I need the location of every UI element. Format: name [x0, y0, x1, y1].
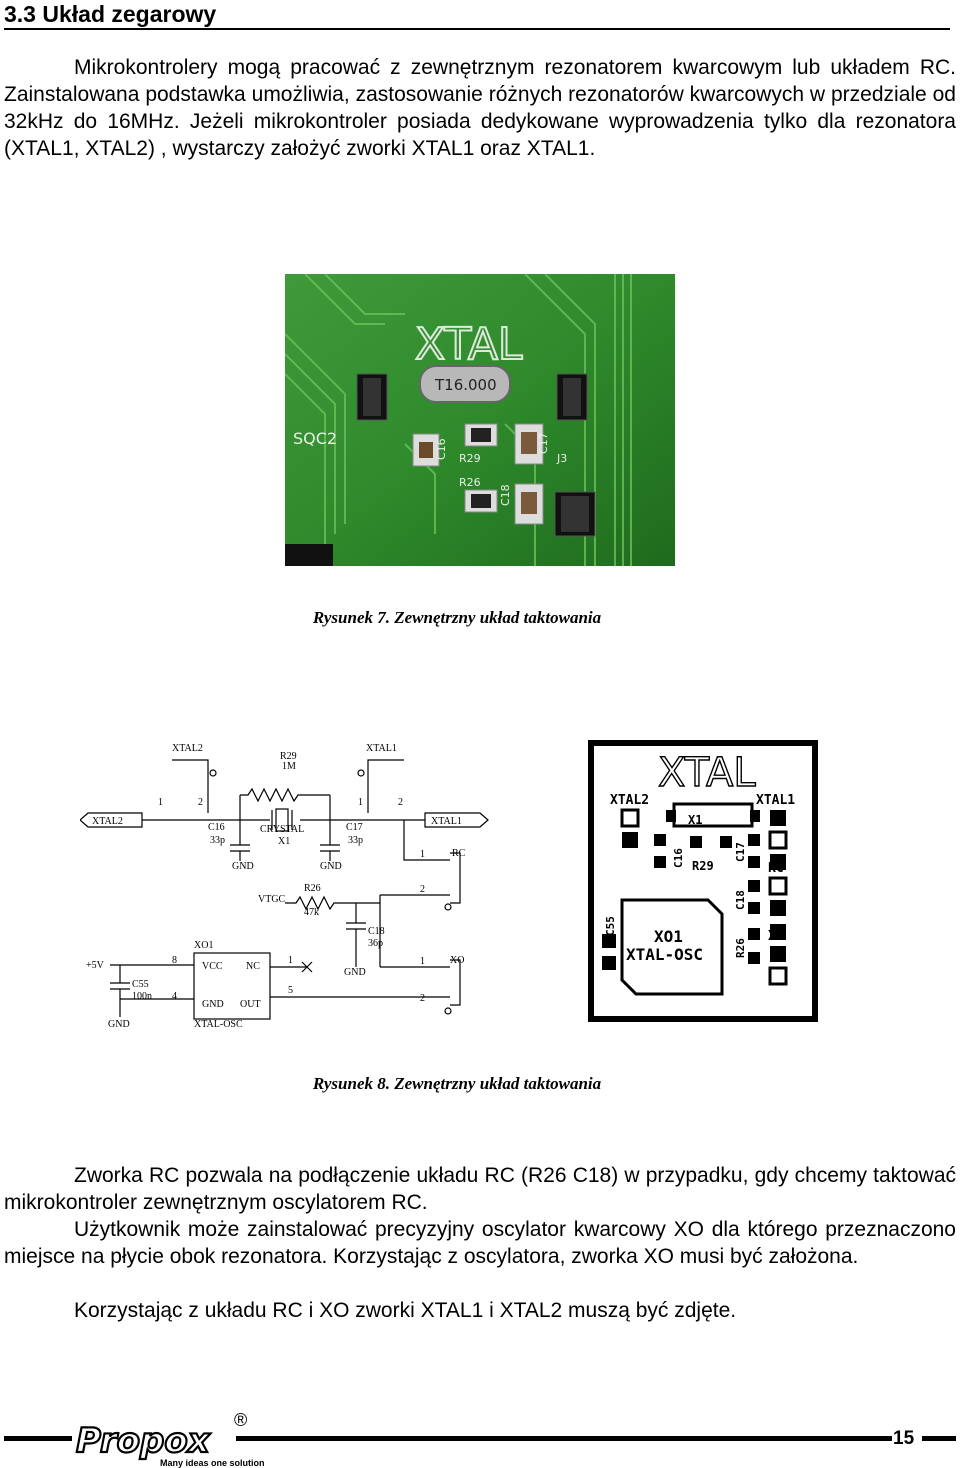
sch-pin-4: 4 [172, 991, 177, 1002]
sch-c55: C55 [132, 979, 149, 990]
figure-7-caption: Rysunek 7. Zewnętrzny układ taktowania [312, 608, 602, 627]
sch-rc: RC [452, 848, 466, 859]
sch-out: OUT [240, 999, 261, 1010]
sch-vcc: VCC [202, 961, 223, 972]
sch-pin-1e: 1 [288, 955, 293, 966]
propox-logo: Propox [75, 1420, 212, 1462]
sch-nc: NC [246, 961, 260, 972]
sch-pin-1b: 1 [358, 797, 363, 808]
sch-vtgc: VTGC [258, 894, 286, 905]
sch-x1: X1 [278, 836, 290, 847]
photo-r26-label: R26 [459, 476, 481, 489]
photo-j3-label: J3 [556, 452, 567, 465]
pcb-c55: C55 [604, 916, 617, 936]
sch-xtal-osc: XTAL-OSC [194, 1019, 243, 1030]
pcb-r29: R29 [692, 859, 714, 873]
pcb-title: XTAL [658, 750, 756, 796]
sch-c18: C18 [368, 926, 385, 937]
sch-gnd-4: GND [202, 999, 224, 1010]
sch-pin-5: 5 [288, 985, 293, 996]
footer-rule-left [4, 1436, 72, 1441]
paragraph-xo: Użytkownik może zainstalować precyzyjny … [4, 1218, 956, 1268]
sch-r26-val: 47k [304, 907, 319, 918]
pcb-r26: R26 [734, 938, 747, 958]
sch-c55-val: 100n [132, 991, 152, 1002]
pcb-xo1: XO1 [654, 927, 683, 946]
sch-xtal2-top: XTAL2 [172, 743, 203, 754]
photo-crystal-label: T16.000 [434, 376, 497, 394]
sch-c17: C17 [346, 822, 363, 833]
sch-crystal: CRYSTAL [260, 824, 304, 835]
sch-r29-val: 1M [282, 761, 296, 772]
sch-pin-2c: 2 [420, 884, 425, 895]
pcb-xtal1: XTAL1 [756, 793, 795, 808]
page-number: 15 [893, 1428, 915, 1449]
sch-pin-2a: 2 [198, 797, 203, 808]
footer-rule-end [922, 1436, 956, 1441]
sch-gnd-3: GND [344, 967, 366, 978]
photo-c18-label: C18 [499, 484, 512, 506]
photo-sqc2-label: SQC2 [293, 429, 337, 448]
sch-pin-1d: 1 [420, 956, 425, 967]
photo-r29-label: R29 [459, 452, 481, 465]
sch-pin-2b: 2 [398, 797, 403, 808]
sch-xtal1-top: XTAL1 [366, 743, 397, 754]
sch-pin-1c: 1 [420, 849, 425, 860]
sch-pin-1a: 1 [158, 797, 163, 808]
pcb-photo: XTAL T16.000 R29 R26 J3 SQC2 C16 C17 C18 [285, 274, 675, 566]
sch-gnd-2: GND [320, 861, 342, 872]
sch-gnd-1: GND [232, 861, 254, 872]
sch-r29: R29 [280, 751, 297, 762]
paragraph-rc: Zworka RC pozwala na podłączenie układu … [4, 1164, 956, 1214]
sch-xtal2-left: XTAL2 [92, 816, 123, 827]
figure-8-caption: Rysunek 8. Zewnętrzny układ taktowania [312, 1074, 602, 1093]
photo-c16-label: C16 [435, 438, 448, 460]
pcb-c18: C18 [734, 890, 747, 910]
sch-c17-val: 33p [348, 835, 363, 846]
sch-xtal1-right: XTAL1 [431, 816, 462, 827]
pcb-silkscreen: XTAL XTAL2 XTAL1 X1 R29 RC XO XO1 XTAL-O… [588, 740, 818, 1022]
section-heading: 3.3 Układ zegarowy [4, 0, 950, 30]
pcb-c17: C17 [734, 842, 747, 862]
pcb-xtal2: XTAL2 [610, 793, 649, 808]
footer-rule-right [236, 1436, 892, 1441]
sch-r26: R26 [304, 883, 321, 894]
paragraph-jumpers: Korzystając z układu RC i XO zworki XTAL… [74, 1299, 737, 1322]
section-title: 3.3 Układ zegarowy [4, 1, 217, 27]
sch-5v: +5V [86, 960, 105, 971]
pcb-xtal-osc: XTAL-OSC [626, 945, 703, 964]
photo-xtal-label: XTAL [415, 319, 523, 370]
photo-c17-label: C17 [537, 432, 550, 454]
sch-c18-val: 36p [368, 938, 383, 949]
sch-c16: C16 [208, 822, 225, 833]
sch-pin-8: 8 [172, 955, 177, 966]
sch-xo: XO [450, 955, 464, 966]
intro-paragraph: Mikrokontrolery mogą pracować z zewnętrz… [4, 56, 956, 160]
pcb-c16: C16 [672, 848, 685, 868]
sch-pin-2d: 2 [420, 993, 425, 1004]
sch-c16-val: 33p [210, 835, 225, 846]
sch-gnd-5: GND [108, 1019, 130, 1030]
logo-text: Propox [76, 1421, 211, 1461]
sch-xo1: XO1 [194, 940, 213, 951]
logo-tagline: Many ideas one solution [160, 1458, 265, 1468]
registered-mark: ® [234, 1410, 248, 1430]
clock-schematic: XTAL2 XTAL1 R29 1M XTAL2 XTAL1 C16 33p C… [80, 743, 489, 1030]
pcb-x1: X1 [688, 813, 702, 827]
